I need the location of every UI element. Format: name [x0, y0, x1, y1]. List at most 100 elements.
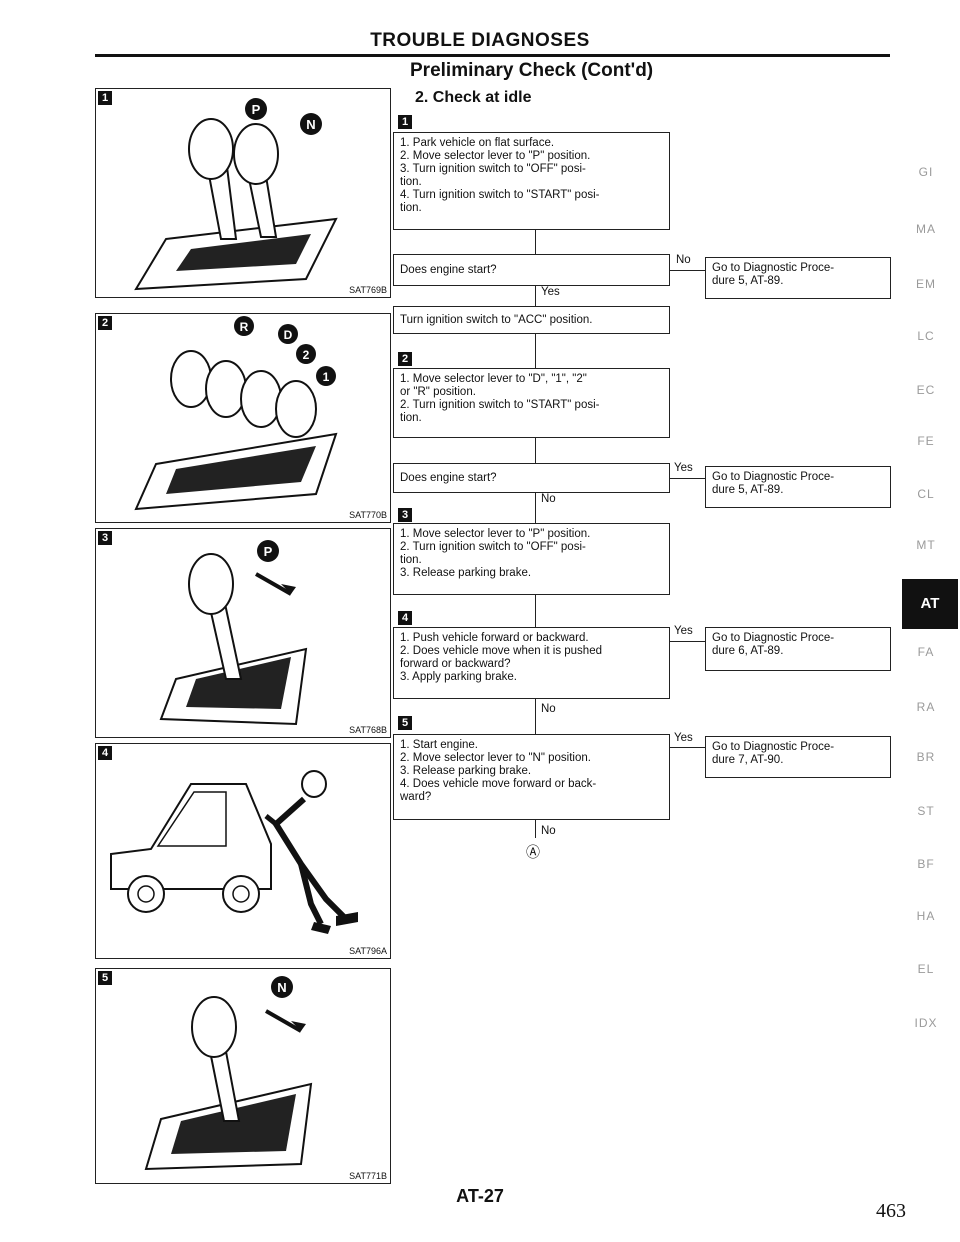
- svg-text:D: D: [284, 328, 293, 342]
- side-tab-at[interactable]: AT: [902, 579, 958, 629]
- side-tab-em[interactable]: EM: [916, 277, 936, 291]
- svg-text:P: P: [264, 544, 273, 559]
- question1-box: Does engine start?: [393, 254, 670, 286]
- step-line: 2. Move selector lever to "N" position.: [400, 752, 591, 764]
- panel-badge: 4: [98, 746, 112, 760]
- step-line: 2. Does vehicle move when it is pushed: [400, 645, 602, 657]
- result-text: Go to Diagnostic Proce-dure 6, AT-89.: [712, 632, 884, 658]
- page-number: 463: [876, 1200, 906, 1222]
- panel-badge: 2: [98, 316, 112, 330]
- acc-box: Turn ignition switch to "ACC" position.: [393, 306, 670, 334]
- question-text: Does engine start?: [400, 264, 497, 276]
- step-line: tion.: [400, 554, 422, 566]
- yes-label: Yes: [674, 625, 693, 637]
- connector-arrow: [670, 270, 705, 271]
- step-line: 3. Apply parking brake.: [400, 671, 517, 683]
- acc-text: Turn ignition switch to "ACC" position.: [400, 314, 593, 326]
- step-line: 1. Start engine.: [400, 739, 478, 751]
- result-box-step5: Go to Diagnostic Proce-dure 7, AT-90.: [705, 736, 891, 778]
- yes-label: Yes: [674, 732, 693, 744]
- step-line: or "R" position.: [400, 386, 476, 398]
- side-tab-st[interactable]: ST: [917, 804, 935, 818]
- step-badge-1: 1: [398, 115, 412, 129]
- step-line: 4. Does vehicle move forward or back-: [400, 778, 597, 790]
- connector-arrow: [535, 286, 536, 306]
- side-tab-ha[interactable]: HA: [916, 909, 936, 923]
- step-badge-4: 4: [398, 611, 412, 625]
- result-line: Go to Diagnostic Proce-: [712, 741, 835, 753]
- side-tab-ra[interactable]: RA: [916, 700, 936, 714]
- side-tab-el[interactable]: EL: [917, 962, 935, 976]
- result-line: dure 7, AT-90.: [712, 754, 784, 766]
- result-line: dure 5, AT-89.: [712, 484, 784, 496]
- result-line: dure 6, AT-89.: [712, 645, 784, 657]
- step-badge-3: 3: [398, 508, 412, 522]
- side-tab-mt[interactable]: MT: [916, 538, 936, 552]
- side-tab-br[interactable]: BR: [916, 750, 936, 764]
- illustration-panel-4: 4 SAT796A: [95, 743, 391, 959]
- side-tab-idx[interactable]: IDX: [914, 1016, 938, 1030]
- connector-arrow: [535, 595, 536, 627]
- svg-text:R: R: [240, 320, 249, 334]
- yes-label: Yes: [674, 462, 693, 474]
- result-text: Go to Diagnostic Proce-dure 5, AT-89.: [712, 262, 884, 288]
- side-tab-ma[interactable]: MA: [916, 222, 936, 236]
- step-line: 2. Turn ignition switch to "OFF" posi-: [400, 541, 586, 553]
- no-label: No: [541, 493, 556, 505]
- side-tab-gi[interactable]: GI: [918, 165, 934, 179]
- svg-text:P: P: [252, 102, 261, 117]
- question-text: Does engine start?: [400, 472, 497, 484]
- figure-code: SAT771B: [349, 1171, 387, 1181]
- svg-text:2: 2: [303, 348, 310, 362]
- person-pushing-car-illustration: [110, 770, 358, 934]
- side-tab-bf[interactable]: BF: [917, 857, 935, 871]
- step-line: 2. Move selector lever to "P" position.: [400, 150, 591, 162]
- connector-arrow: [670, 641, 705, 642]
- step-line: tion.: [400, 202, 422, 214]
- question2-box: Does engine start?: [393, 463, 670, 493]
- step-line: 3. Turn ignition switch to "OFF" posi-: [400, 163, 586, 175]
- step-line: ward?: [400, 791, 432, 803]
- step-line: 3. Release parking brake.: [400, 567, 532, 579]
- step-line: 1. Move selector lever to "P" position.: [400, 528, 591, 540]
- panel-badge: 3: [98, 531, 112, 545]
- illustration-panel-5: N 5 SAT771B: [95, 968, 391, 1184]
- connector-arrow: [535, 230, 536, 254]
- step-badge-2: 2: [398, 352, 412, 366]
- section-heading: 2. Check at idle: [415, 89, 532, 106]
- selector-lever-push-p-illustration: P: [159, 540, 308, 726]
- side-tab-ec[interactable]: EC: [916, 383, 936, 397]
- page-header-title: TROUBLE DIAGNOSES: [370, 30, 590, 51]
- step-badge-5: 5: [398, 716, 412, 730]
- connector-arrow: [670, 478, 705, 479]
- connector-arrow: [535, 699, 536, 734]
- svg-text:1: 1: [323, 370, 330, 384]
- result-line: Go to Diagnostic Proce-: [712, 632, 835, 644]
- selector-lever-push-n-illustration: N: [144, 976, 313, 1171]
- side-tab-cl[interactable]: CL: [917, 487, 935, 501]
- figure-code: SAT796A: [349, 946, 387, 956]
- step1-box: 1. Park vehicle on flat surface. 2. Move…: [393, 132, 670, 230]
- no-label: No: [541, 703, 556, 715]
- step-line: tion.: [400, 176, 422, 188]
- result-box-step4: Go to Diagnostic Proce-dure 6, AT-89.: [705, 627, 891, 671]
- result-text: Go to Diagnostic Proce-dure 5, AT-89.: [712, 471, 884, 497]
- step-line: 1. Move selector lever to "D", "1", "2": [400, 373, 587, 385]
- step-line: forward or backward?: [400, 658, 511, 670]
- figure-code: SAT770B: [349, 510, 387, 520]
- svg-text:N: N: [306, 117, 315, 132]
- side-tab-fa[interactable]: FA: [917, 645, 935, 659]
- figure-code: SAT769B: [349, 285, 387, 295]
- step-line: 1. Park vehicle on flat surface.: [400, 137, 555, 149]
- result-text: Go to Diagnostic Proce-dure 7, AT-90.: [712, 741, 884, 767]
- connector-arrow: [670, 747, 705, 748]
- side-tab-fe[interactable]: FE: [917, 434, 935, 448]
- step3-box: 1. Move selector lever to "P" position. …: [393, 523, 670, 595]
- side-tab-lc[interactable]: LC: [917, 329, 935, 343]
- connector-arrow: [535, 334, 536, 368]
- continuation-connector: Ⓐ: [526, 844, 540, 860]
- illustration-panel-3: P 3 SAT768B: [95, 528, 391, 738]
- svg-text:N: N: [277, 980, 286, 995]
- connector-arrow: [535, 493, 536, 523]
- result-box-q1: Go to Diagnostic Proce-dure 5, AT-89.: [705, 257, 891, 299]
